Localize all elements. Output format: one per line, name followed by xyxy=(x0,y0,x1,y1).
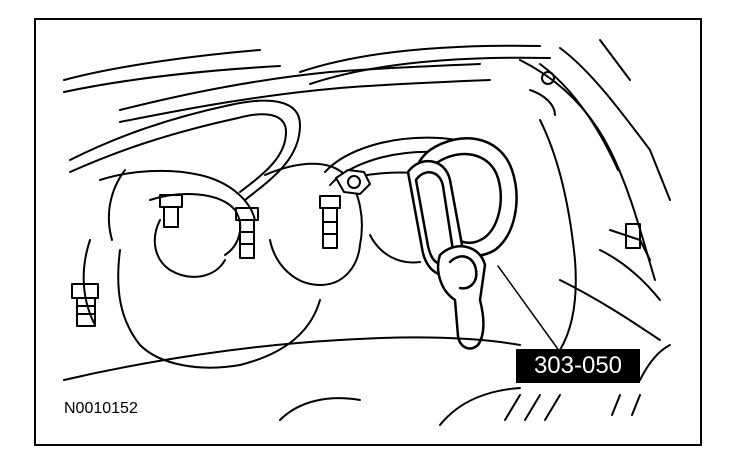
tool-callout-label: 303-050 xyxy=(516,349,640,383)
figure-number: N0010152 xyxy=(64,400,138,417)
manifold-studs xyxy=(71,194,641,327)
upper-hoses xyxy=(63,44,551,201)
lower-contours xyxy=(63,336,671,426)
exhaust-manifold xyxy=(82,162,451,369)
lifting-chain-tool xyxy=(406,137,518,350)
callout-leader xyxy=(497,265,561,353)
right-structure xyxy=(519,39,671,351)
